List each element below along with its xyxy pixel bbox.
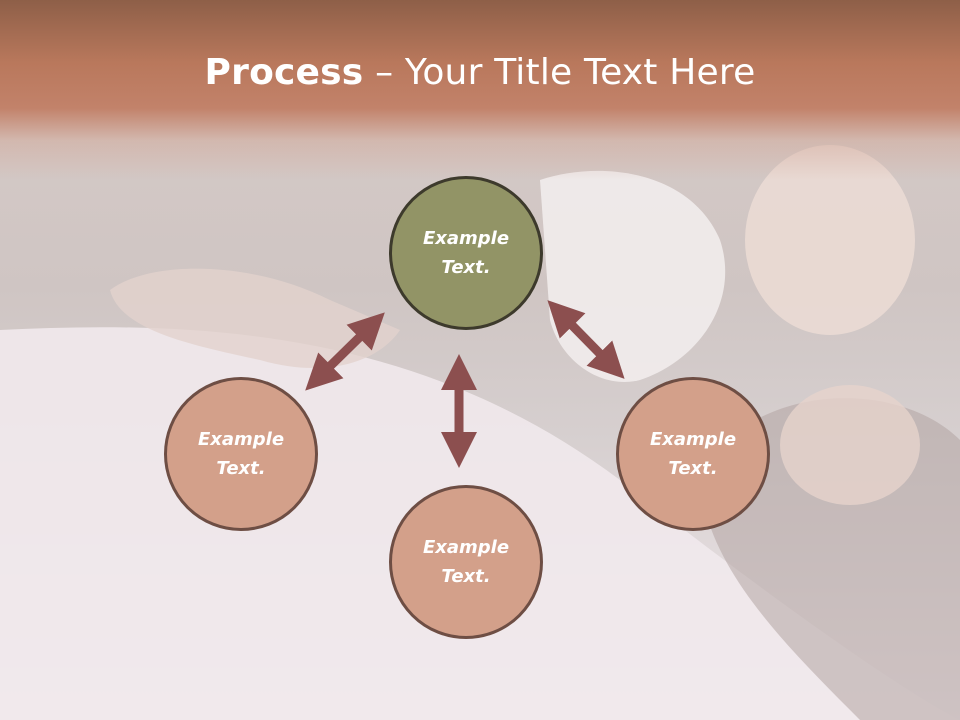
slide-title: Process – Your Title Text Here [0,52,960,93]
node-label: Example Text. [422,537,510,587]
node-label: Example Text. [649,429,737,479]
process-node-left[interactable]: Example Text. [164,377,318,531]
process-node-right[interactable]: Example Text. [616,377,770,531]
title-band [0,0,960,180]
process-node-center[interactable]: Example Text. [389,176,543,330]
title-bold: Process [204,52,364,93]
title-rest: – Your Title Text Here [363,52,756,93]
node-label: Example Text. [197,429,285,479]
node-label: Example Text. [422,228,510,278]
process-node-bottom[interactable]: Example Text. [389,485,543,639]
